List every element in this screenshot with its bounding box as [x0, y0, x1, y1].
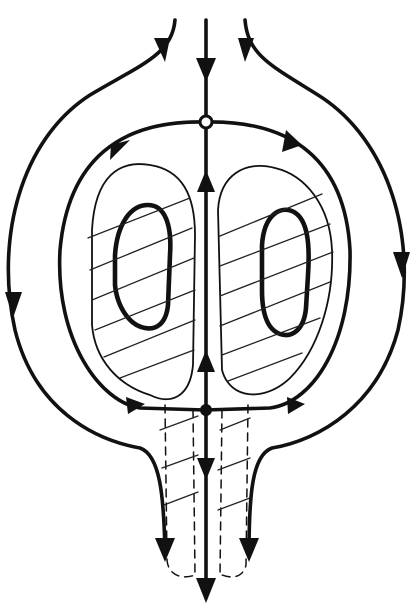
left-hatch-lines — [88, 198, 195, 378]
upper-junction-point — [200, 116, 212, 128]
arrow-right-top — [238, 38, 254, 62]
arrow-center-up-1 — [197, 170, 215, 192]
right-hatch-lines — [220, 194, 333, 381]
arrow-right-stem — [239, 538, 259, 562]
right-hatched-region — [218, 166, 333, 395]
arrow-left-stem — [155, 538, 175, 562]
arrow-center-down-2 — [196, 578, 216, 603]
arrow-right-outer-mid — [393, 252, 410, 278]
left-hatched-region — [88, 164, 195, 399]
arrow-left-outer-mid — [5, 292, 22, 318]
arrow-left-top — [154, 38, 170, 62]
lower-junction-point — [200, 404, 212, 416]
arrow-right-ring — [282, 130, 302, 152]
arrow-center-down-1 — [197, 458, 215, 480]
outer-right-field-line — [245, 20, 404, 555]
arrow-center-up-2 — [197, 350, 215, 372]
arrow-top-center — [196, 58, 216, 82]
arrow-lower-left-ring — [126, 397, 145, 414]
